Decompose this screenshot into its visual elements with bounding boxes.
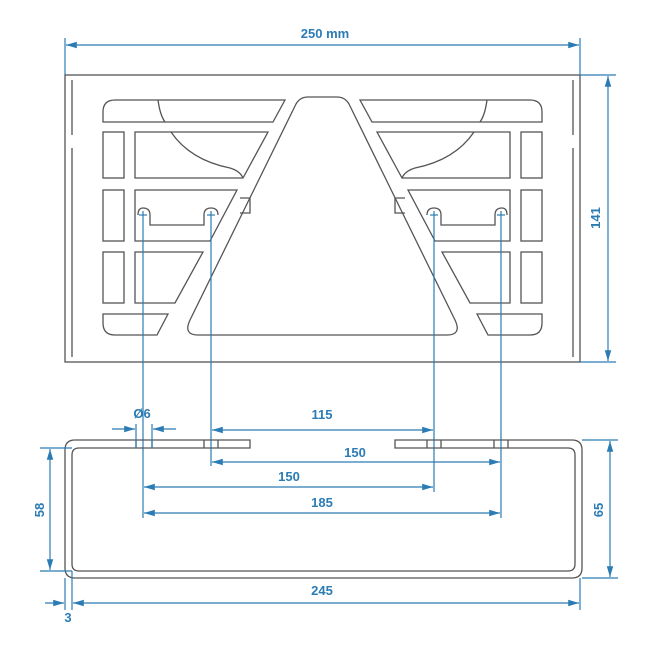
dimension-label: 245 — [311, 583, 333, 598]
height-dimension: 141 — [580, 74, 616, 363]
spacing-150-left-dimension: 150 — [144, 469, 433, 491]
left-lens-segments — [102, 99, 287, 336]
width-dimension: 250 mm — [64, 26, 581, 75]
width-245-dimension: 245 — [64, 571, 581, 610]
lamp-housing-outline — [64, 74, 581, 363]
dimension-label: 150 — [278, 469, 300, 484]
dimension-label: 65 — [591, 503, 606, 517]
hole-diameter-dimension: Ø6 — [112, 406, 176, 448]
dimension-label: 150 — [344, 445, 366, 460]
dimension-label: 250 mm — [301, 26, 349, 41]
dimension-label: 58 — [32, 503, 47, 517]
spacing-185-dimension: 185 — [144, 495, 500, 517]
height-65-dimension: 65 — [582, 439, 618, 579]
hole-centerlines — [139, 211, 505, 518]
dimension-label: Ø6 — [133, 406, 150, 421]
reflector-triangle — [187, 96, 458, 336]
dimension-label: 3 — [64, 610, 71, 625]
spacing-115-dimension: 115 — [212, 407, 433, 434]
dimension-label: 141 — [588, 207, 603, 229]
height-58-dimension: 58 — [32, 447, 72, 572]
spacing-150-right-dimension: 150 — [212, 445, 500, 466]
front-view — [64, 74, 581, 363]
thickness-dimension: 3 — [45, 599, 72, 625]
dimension-label: 185 — [311, 495, 333, 510]
dimension-label: 115 — [312, 407, 333, 422]
